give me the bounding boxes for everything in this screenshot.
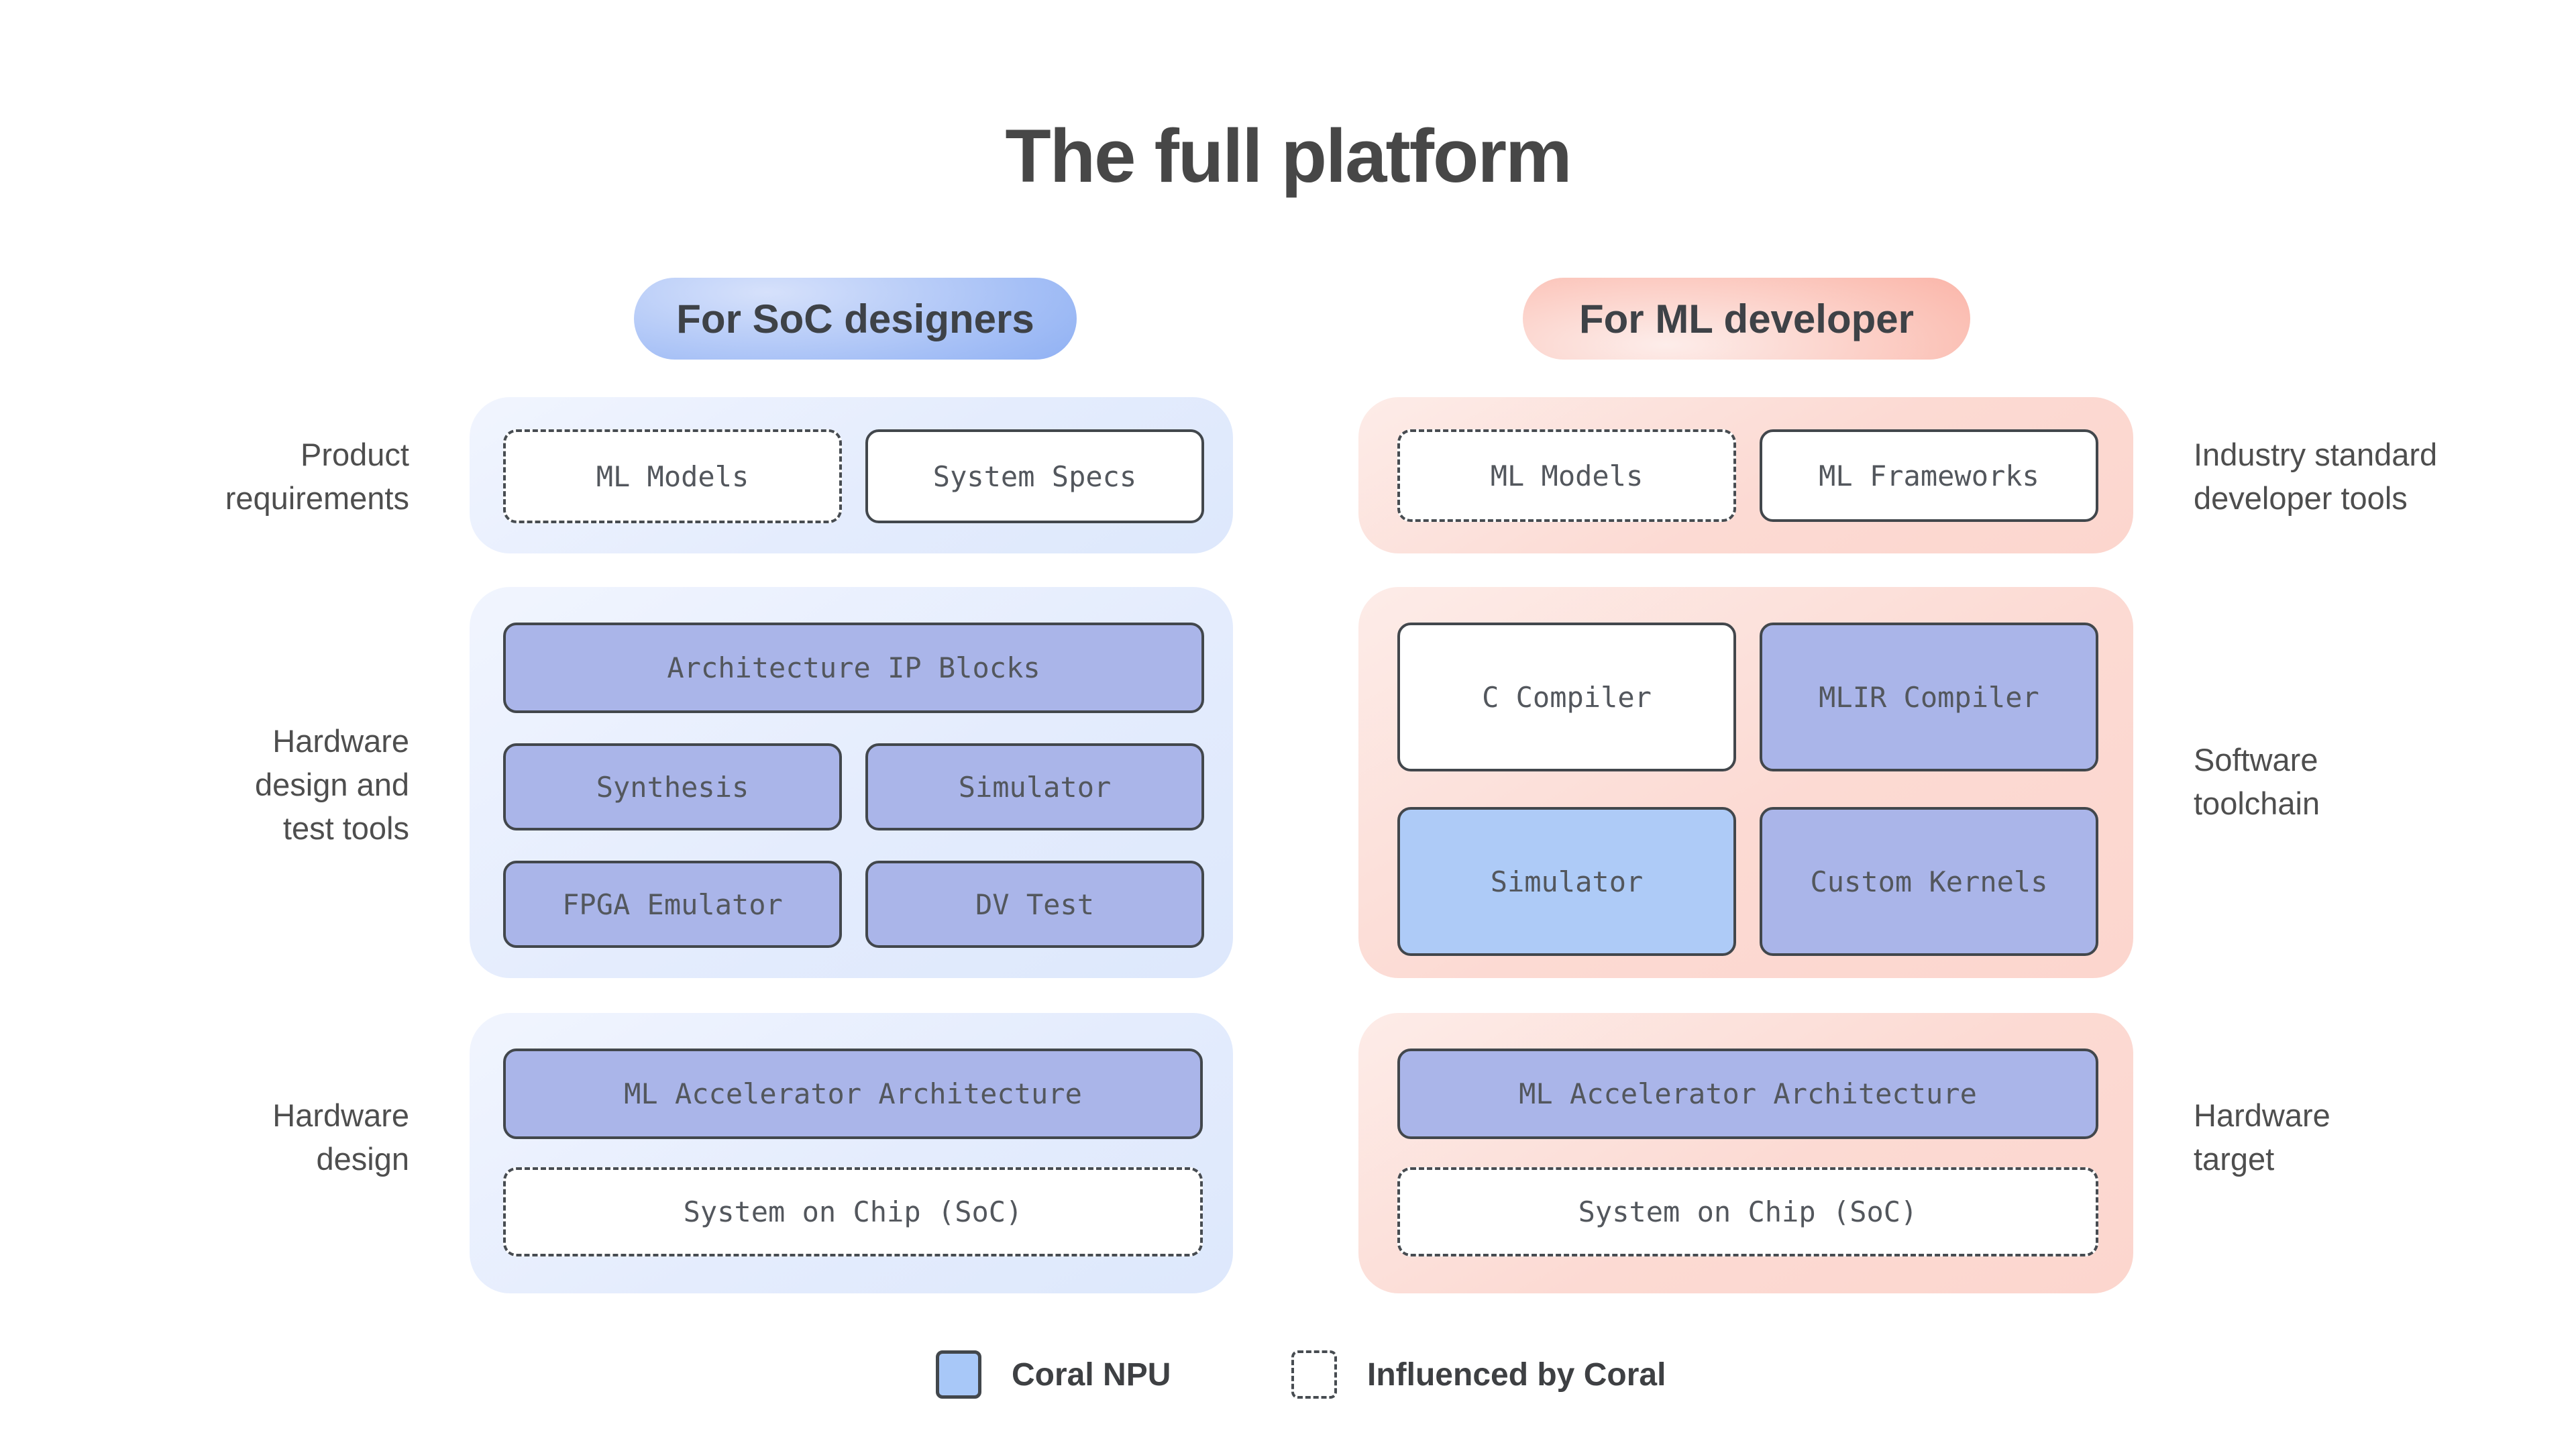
row-label-hardware-target: Hardware target [2194, 1097, 2330, 1177]
panel-software-toolchain: C Compiler MLIR Compiler Simulator Custo… [1358, 587, 2133, 978]
pill-ml-developer: For ML developer [1523, 278, 1970, 360]
panel-industry-standard-developer-tools: ML Models ML Frameworks [1358, 397, 2133, 553]
legend-label-influenced-by-coral: Influenced by Coral [1367, 1356, 1666, 1393]
row-label-software-toolchain: Software toolchain [2194, 742, 2320, 821]
box-system-on-chip-ml: System on Chip (SoC) [1397, 1167, 2098, 1256]
page-title: The full platform [1005, 114, 1572, 198]
box-ml-accelerator-architecture-soc: ML Accelerator Architecture [503, 1049, 1203, 1139]
panel-hardware-design-test-tools: Architecture IP Blocks Synthesis Simulat… [470, 587, 1233, 978]
legend-item-coral-npu: Coral NPU [936, 1350, 1171, 1399]
box-simulator-ml: Simulator [1397, 807, 1736, 956]
box-mlir-compiler: MLIR Compiler [1760, 623, 2098, 771]
influenced-by-coral-swatch-icon [1291, 1350, 1337, 1399]
box-custom-kernels: Custom Kernels [1760, 807, 2098, 956]
coral-npu-swatch-icon [936, 1350, 981, 1399]
box-architecture-ip-blocks: Architecture IP Blocks [503, 623, 1204, 713]
box-dv-test: DV Test [865, 861, 1204, 948]
box-synthesis: Synthesis [503, 743, 842, 830]
legend-item-influenced-by-coral: Influenced by Coral [1291, 1350, 1666, 1399]
pill-soc-designers: For SoC designers [634, 278, 1077, 360]
panel-hardware-design: ML Accelerator Architecture System on Ch… [470, 1013, 1233, 1293]
box-c-compiler: C Compiler [1397, 623, 1736, 771]
row-label-hardware-design-test-tools: Hardware design and test tools [255, 723, 409, 846]
box-ml-models-soc: ML Models [503, 429, 842, 523]
legend-label-coral-npu: Coral NPU [1012, 1356, 1171, 1393]
box-ml-frameworks: ML Frameworks [1760, 429, 2098, 522]
box-system-specs: System Specs [865, 429, 1204, 523]
box-ml-models-ml: ML Models [1397, 429, 1736, 522]
row-label-industry-standard-developer-tools: Industry standard developer tools [2194, 437, 2438, 516]
box-system-on-chip-soc: System on Chip (SoC) [503, 1167, 1203, 1256]
box-fpga-emulator: FPGA Emulator [503, 861, 842, 948]
box-ml-accelerator-architecture-ml: ML Accelerator Architecture [1397, 1049, 2098, 1139]
panel-hardware-target: ML Accelerator Architecture System on Ch… [1358, 1013, 2133, 1293]
row-label-hardware-design: Hardware design [272, 1097, 409, 1177]
row-label-product-requirements: Product requirements [225, 437, 409, 516]
box-simulator-soc: Simulator [865, 743, 1204, 830]
panel-product-requirements: ML Models System Specs [470, 397, 1233, 553]
